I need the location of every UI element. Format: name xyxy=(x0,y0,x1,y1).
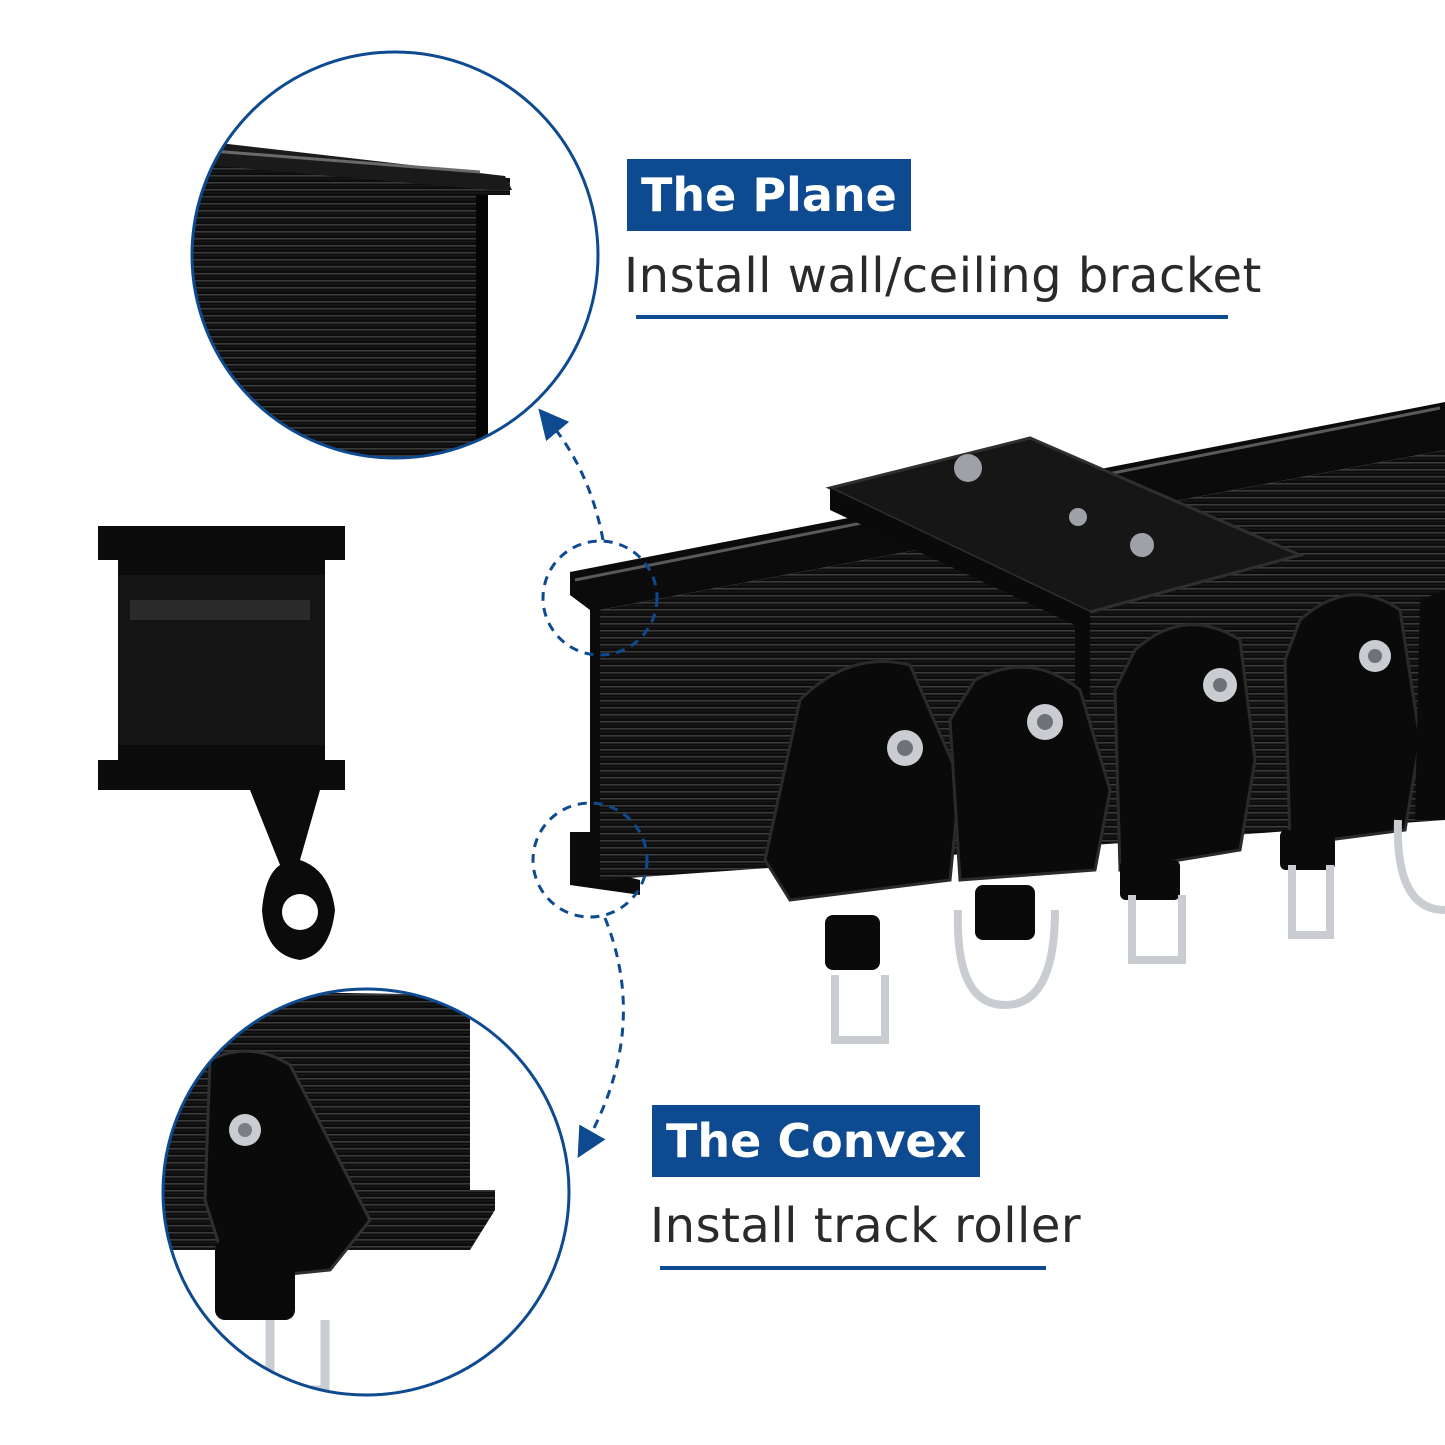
convex-underline xyxy=(660,1266,1046,1270)
roller-hook-part xyxy=(98,526,345,960)
ceiling-bracket xyxy=(825,436,1305,700)
roller-3 xyxy=(1113,623,1257,964)
roller-4 xyxy=(1280,593,1422,939)
plane-title-badge: The Plane xyxy=(627,159,911,231)
track-rollers xyxy=(763,590,1445,1044)
callout-markers xyxy=(531,408,659,1159)
roller-5 xyxy=(1393,590,1445,914)
convex-title-badge: The Convex xyxy=(652,1105,981,1177)
plane-underline xyxy=(636,315,1228,319)
plane-caption: Install wall/ceiling bracket xyxy=(624,248,1262,304)
roller-2 xyxy=(948,665,1112,1010)
roller-1 xyxy=(763,660,962,1044)
convex-detail-zoom xyxy=(161,987,571,1397)
convex-caption: Install track roller xyxy=(650,1198,1082,1254)
plane-detail-zoom xyxy=(190,50,600,460)
